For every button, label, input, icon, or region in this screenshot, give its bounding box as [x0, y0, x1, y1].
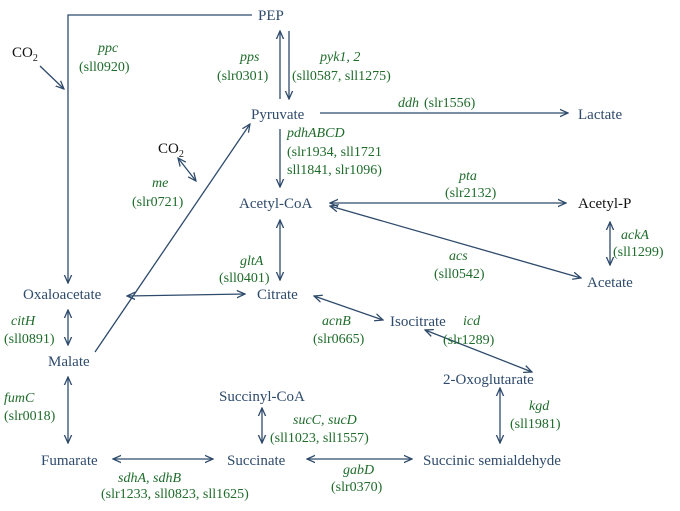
arrow-oxaloacetate-citrate: [127, 294, 245, 296]
metabolite-oxoglutarate: 2-Oxoglutarate: [443, 372, 534, 388]
metabolite-isocitrate: Isocitrate: [390, 314, 446, 330]
arrow-malate-to-pyruvate: [94, 124, 250, 353]
enzyme-acnb-locus: (slr0665): [313, 332, 365, 347]
enzyme-gabd-gene: gabD: [343, 463, 374, 478]
arrow-citrate-isocitrate: [314, 296, 383, 320]
metabolite-succinic-semialdehyde: Succinic semialdehyde: [423, 453, 561, 469]
metabolite-co2-ppc: CO2: [12, 45, 38, 64]
enzyme-labels: ppc (sll0920) pps (slr0301) pyk1, 2 (sll…: [4, 41, 664, 502]
enzyme-pdh-gene: pdhABCD: [286, 126, 345, 141]
enzyme-acs-gene: acs: [449, 249, 468, 264]
metabolite-malate: Malate: [48, 354, 90, 370]
metabolite-lactate: Lactate: [578, 107, 622, 123]
enzyme-gabd-locus: (slr0370): [331, 480, 383, 495]
enzyme-sdh-locus: (slr1233, sll0823, sll1625): [101, 487, 249, 502]
enzyme-suc-gene: sucC, sucD: [293, 413, 357, 428]
reaction-arrows: [39, 14, 610, 459]
metabolite-oxaloacetate: Oxaloacetate: [23, 287, 102, 303]
metabolite-labels: PEP Pyruvate Lactate Acetyl-CoA Acetyl-P…: [12, 8, 633, 469]
arrow-co2-to-ppc: [39, 65, 64, 89]
enzyme-acka-locus: (sll1299): [613, 245, 664, 260]
enzyme-me-gene: me: [152, 176, 168, 191]
enzyme-pdh-locus-2: sll1841, slr1096): [287, 163, 382, 178]
arrow-isocitrate-oxoglutarate: [425, 330, 532, 372]
enzyme-pps-locus: (slr0301): [217, 69, 269, 84]
arrow-pep-to-oxaloacetate: [68, 14, 252, 283]
metabolite-acetyl-coa: Acetyl-CoA: [239, 196, 312, 212]
enzyme-cith-gene: citH: [11, 314, 36, 329]
enzyme-cith-locus: (sll0891): [4, 332, 55, 347]
metabolite-acetyl-p: Acetyl-P: [578, 196, 631, 212]
metabolite-citrate: Citrate: [257, 287, 298, 303]
arrow-co2-me: [178, 158, 196, 181]
enzyme-acs-locus: (sll0542): [434, 267, 485, 282]
enzyme-pyk-locus: (sll0587, sll1275): [292, 69, 391, 84]
enzyme-icd-locus: (slr1289): [443, 333, 495, 348]
enzyme-pdh-locus-1: (slr1934, sll1721: [287, 145, 382, 160]
enzyme-glta-locus: (sll0401): [219, 271, 270, 286]
enzyme-kgd-gene: kgd: [529, 399, 550, 414]
enzyme-fumc-locus: (slr0018): [4, 409, 56, 424]
enzyme-fumc-gene: fumC: [4, 391, 35, 406]
enzyme-acnb-gene: acnB: [322, 314, 351, 329]
metabolite-acetate: Acetate: [587, 275, 633, 291]
metabolite-pep: PEP: [258, 8, 284, 24]
enzyme-me-locus: (slr0721): [132, 195, 184, 210]
metabolite-succinate: Succinate: [227, 453, 286, 469]
enzyme-ppc-locus: (sll0920): [79, 60, 130, 75]
enzyme-suc-locus: (sll1023, sll1557): [270, 431, 369, 446]
enzyme-pta-gene: pta: [458, 169, 477, 184]
enzyme-glta-gene: gltA: [240, 254, 264, 269]
enzyme-pta-locus: (slr2132): [445, 186, 497, 201]
enzyme-ppc-gene: ppc: [97, 41, 119, 56]
metabolite-succinyl-coa: Succinyl-CoA: [219, 389, 305, 405]
enzyme-acka-gene: ackA: [621, 228, 649, 243]
enzyme-ddh-label: ddh(slr1556): [398, 96, 476, 111]
enzyme-icd-gene: icd: [463, 314, 481, 329]
metabolite-co2-me: CO2: [158, 141, 184, 160]
arrow-acetyl-coa-acetate: [330, 206, 581, 278]
enzyme-pps-gene: pps: [239, 50, 260, 65]
metabolite-pyruvate: Pyruvate: [251, 107, 305, 123]
enzyme-pyk-gene: pyk1, 2: [319, 50, 360, 65]
metabolite-fumarate: Fumarate: [41, 453, 98, 469]
enzyme-sdh-gene: sdhA, sdhB: [118, 471, 181, 486]
enzyme-kgd-locus: (sll1981): [510, 417, 561, 432]
